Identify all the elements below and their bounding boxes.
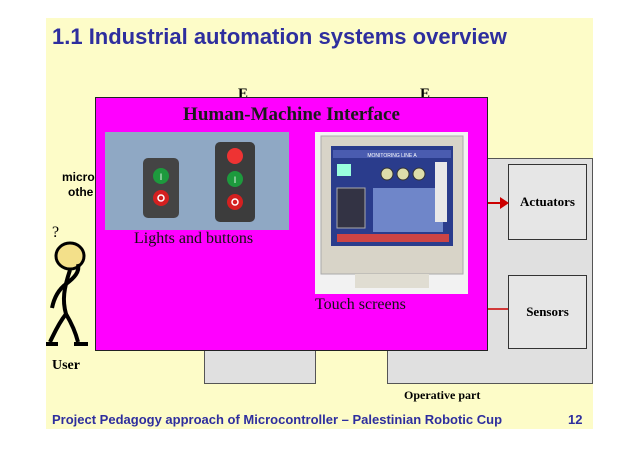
sensors-label: Sensors [526,304,569,319]
touch-screens-caption: Touch screens [315,296,406,313]
touch-screen-header: MONITORING LINE A [367,153,417,159]
actuators-label: Actuators [520,194,575,209]
lights-buttons-photo: I I [105,132,289,230]
slide-title: 1.1 Industrial automation systems overvi… [52,24,507,49]
hmi-panel: Human-Machine Interface I I Lights and b… [95,97,488,351]
footer-text: Project Pedagogy approach of Microcontro… [52,412,503,427]
sensors-box: Sensors [508,275,587,349]
line-from-sensors [486,308,508,310]
fragment-left-line1: micro [62,170,95,184]
svg-text:I: I [160,172,163,182]
fragment-right-top: E [420,86,431,102]
fragment-left-top: E [238,86,249,102]
touch-screen-photo: MONITORING LINE A [315,132,468,294]
page-number: 12 [568,412,583,427]
svg-text:I: I [234,175,237,185]
lights-buttons-caption: Lights and buttons [134,230,254,247]
user-label: User [52,358,80,373]
actuators-box: Actuators [508,164,587,240]
user-question-mark: ? [52,224,60,241]
arrow-to-actuators [486,197,509,209]
operative-part-label: Operative part [404,388,481,402]
hmi-title: Human-Machine Interface [183,104,400,125]
fragment-left-line2: othe [68,185,94,199]
user-figure-icon [46,241,88,346]
